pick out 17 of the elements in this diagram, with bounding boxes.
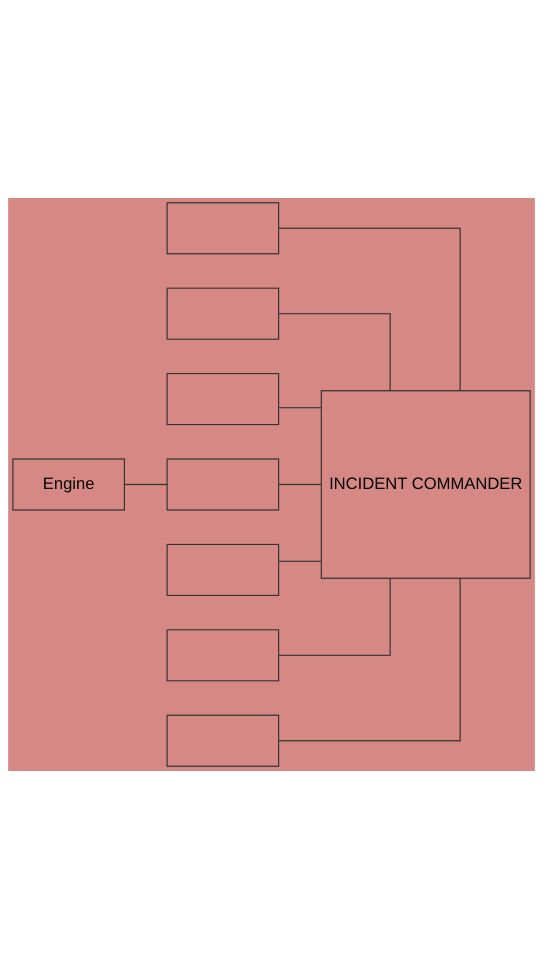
connector — [279, 312, 391, 390]
node-box — [166, 543, 280, 596]
node-box: INCIDENT COMMANDER — [320, 390, 531, 578]
connector — [279, 483, 322, 485]
connector — [279, 578, 391, 656]
node-box — [166, 628, 280, 681]
connector — [124, 483, 167, 485]
node-box — [166, 202, 280, 254]
connector — [278, 578, 461, 741]
node-box — [166, 372, 280, 425]
node-box: Engine — [12, 458, 125, 510]
node-box — [166, 287, 280, 340]
connector — [279, 560, 322, 562]
connector — [279, 406, 322, 408]
connector — [278, 227, 461, 390]
node-box — [166, 714, 280, 766]
node-box — [166, 458, 280, 510]
